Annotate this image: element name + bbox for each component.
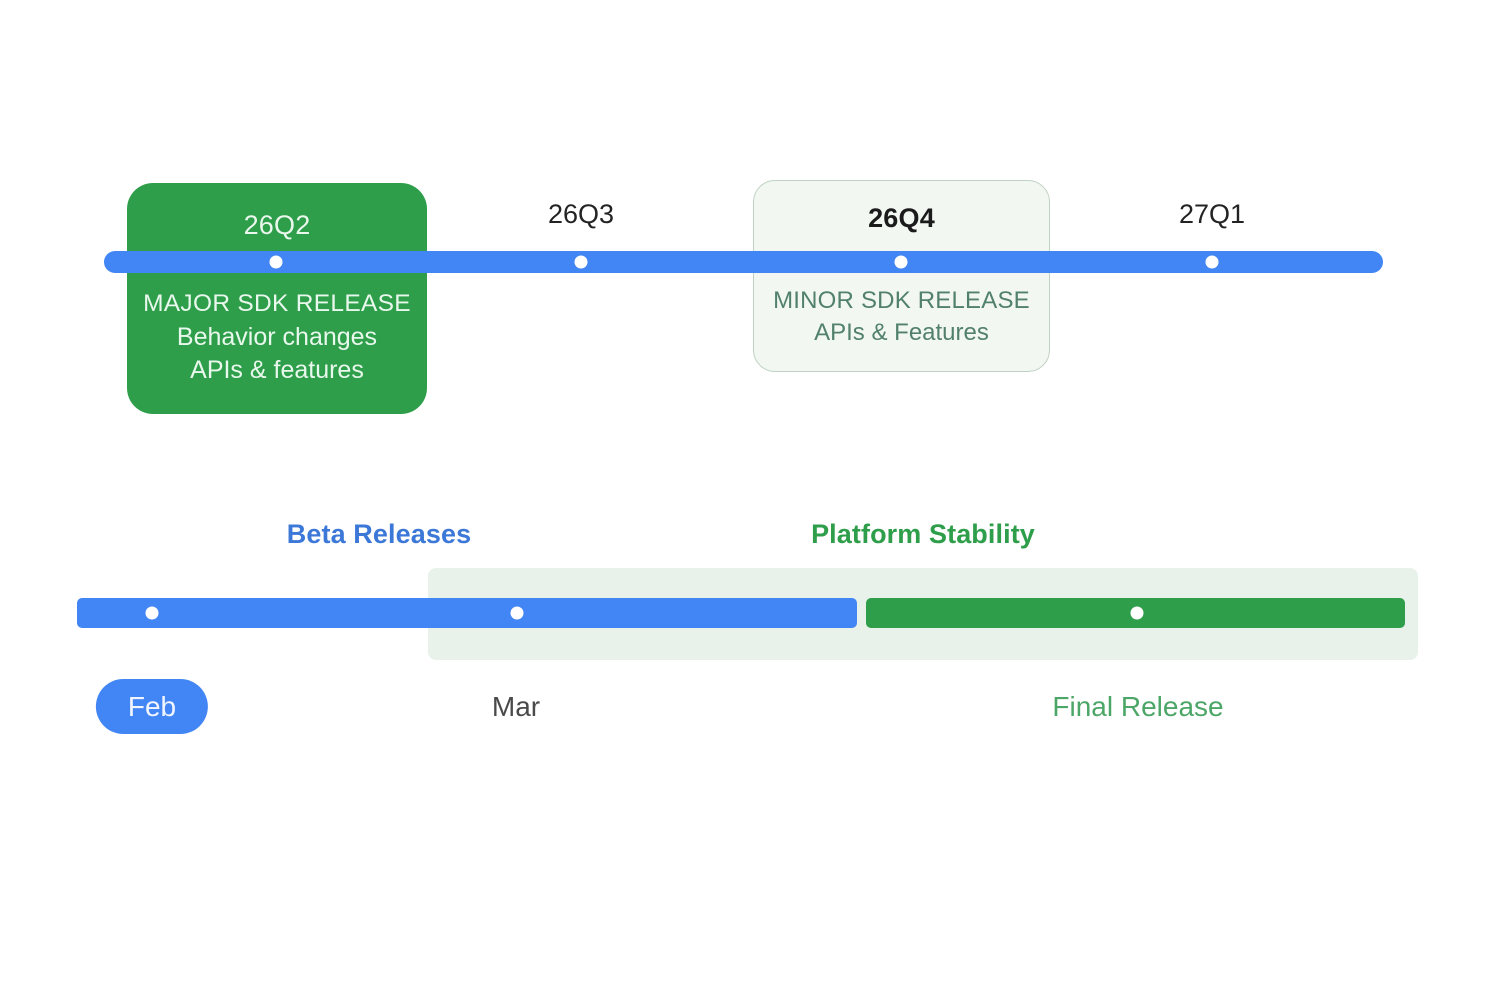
- timeline-dot-26q4[interactable]: [894, 255, 908, 269]
- beta-releases-bar[interactable]: [77, 598, 857, 628]
- phase-title-beta-releases: Beta Releases: [286, 519, 472, 549]
- beta-bar-dot-mar[interactable]: [510, 606, 524, 620]
- timeline-dot-26q2[interactable]: [269, 255, 283, 269]
- milestone-detail-line: MINOR SDK RELEASE: [773, 287, 1030, 314]
- milestone-detail-line: APIs & features: [190, 355, 364, 384]
- milestone-detail-line: MAJOR SDK RELEASE: [143, 290, 411, 317]
- stability-bar-dot-final-release[interactable]: [1130, 606, 1144, 620]
- platform-stability-bar[interactable]: [866, 598, 1405, 628]
- month-marker-mar: Mar: [491, 691, 541, 722]
- milestone-details-26q4: MINOR SDK RELEASE APIs & Features: [754, 285, 1049, 349]
- milestone-title-26q4: 26Q4: [868, 203, 935, 233]
- milestone-label-27q1: 27Q1: [1178, 199, 1246, 229]
- milestone-card-26q4[interactable]: 26Q4 MINOR SDK RELEASE APIs & Features: [753, 180, 1050, 372]
- milestone-label-26q3: 26Q3: [547, 199, 615, 229]
- month-marker-feb[interactable]: Feb: [95, 679, 209, 734]
- milestone-detail-line: Behavior changes: [176, 322, 378, 351]
- marker-final-release: Final Release: [1052, 691, 1224, 722]
- quarter-timeline-rail[interactable]: [104, 251, 1383, 273]
- beta-bar-dot-feb[interactable]: [145, 606, 159, 620]
- timeline-dot-26q3[interactable]: [574, 255, 588, 269]
- phase-title-platform-stability: Platform Stability: [811, 519, 1035, 549]
- milestone-title-26q2: 26Q2: [243, 210, 311, 240]
- timeline-dot-27q1[interactable]: [1205, 255, 1219, 269]
- milestone-detail-line: APIs & Features: [814, 318, 989, 346]
- milestone-card-26q2[interactable]: 26Q2 MAJOR SDK RELEASE Behavior changes …: [127, 183, 427, 414]
- milestone-details-26q2: MAJOR SDK RELEASE Behavior changes APIs …: [127, 288, 427, 387]
